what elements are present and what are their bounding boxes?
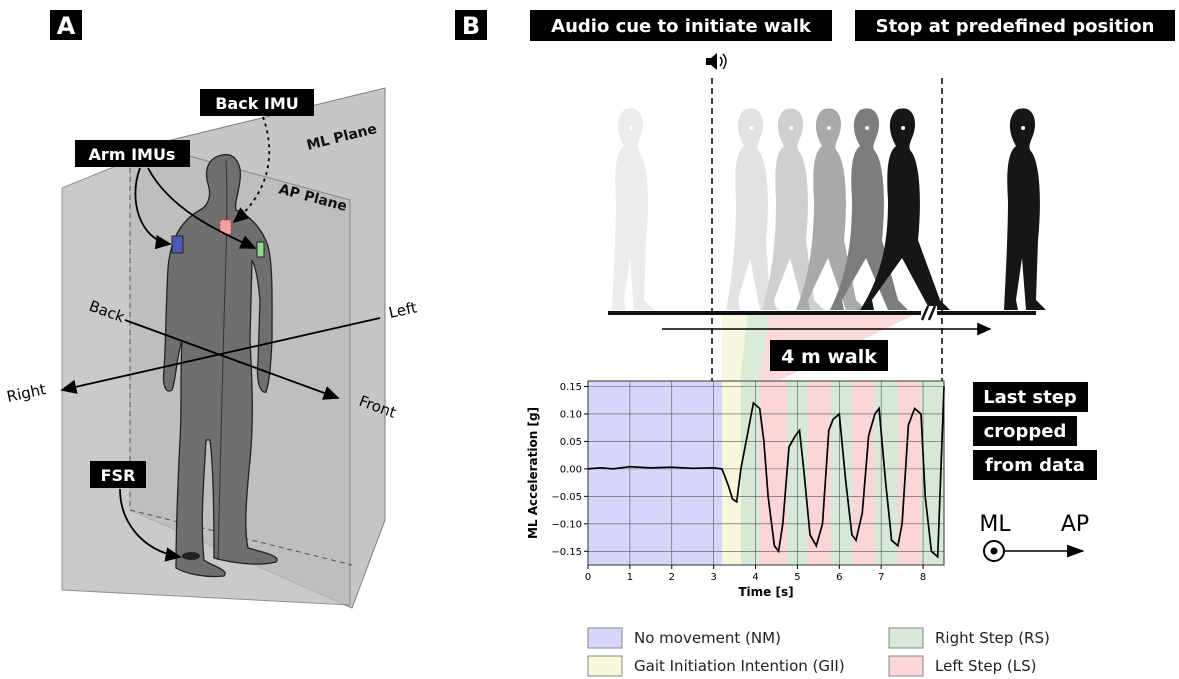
walker-step-5	[860, 108, 950, 310]
walker-standing-end	[1004, 108, 1046, 310]
y-tick-label: 0.10	[560, 409, 582, 420]
x-tick-label: 4	[752, 572, 758, 583]
y-tick-label: 0.15	[560, 382, 582, 393]
legend-swatch-rs	[888, 627, 924, 649]
x-axis-ticks: 0 1 2 3 4 5 6 7 8	[585, 565, 926, 583]
legend: No movement (NM) Right Step (RS) Gait In…	[587, 627, 1050, 677]
back-imu-pointer	[232, 116, 271, 224]
body-midline	[217, 159, 228, 561]
speaker-icon	[706, 53, 727, 70]
phase-band-rs-2	[740, 381, 760, 565]
legend-swatch-nm	[587, 627, 623, 649]
x-tick-label: 1	[627, 572, 633, 583]
header-audio-cue-bg	[530, 10, 832, 41]
arm-imu-left-sensor	[256, 241, 265, 258]
y-tick-label: −0.10	[551, 519, 582, 530]
right-axis-arrow	[60, 317, 381, 394]
x-tick-label: 6	[836, 572, 842, 583]
y-tick-label: 0.05	[560, 437, 582, 448]
walk-label-bg	[770, 340, 888, 371]
legend-label-rs: Right Step (RS)	[935, 629, 1050, 647]
cropped-note-line2-bg	[973, 416, 1077, 446]
acceleration-chart: 0.15 0.10 0.05 0.00 −0.05 −0.10 −0.15 0 1 2 3 4 5 6 7…	[526, 380, 945, 599]
panel-b: B Audio cue to initiate walk Stop at pre…	[455, 10, 1175, 677]
cropped-note-line2: cropped	[984, 421, 1067, 442]
legend-swatch-ls	[888, 655, 924, 677]
phase-band-ls-7	[851, 381, 875, 565]
x-axis-label: Time [s]	[738, 585, 793, 599]
ml-acceleration-line	[587, 386, 945, 559]
fsr-sensor	[182, 552, 200, 560]
axis-label-right: Right	[5, 380, 47, 406]
header-stop: Stop at predefined position	[876, 16, 1155, 37]
walking-sequence	[612, 108, 1046, 310]
front-axis-arrow	[124, 319, 340, 400]
x-tick-label: 7	[878, 572, 884, 583]
axis-label-left: Left	[387, 298, 418, 321]
back-imu-label: Back IMU	[215, 94, 299, 113]
back-imu-label-bg	[200, 89, 314, 116]
y-tick-label: 0.00	[560, 464, 582, 475]
body-silhouette	[162, 153, 278, 578]
x-tick-label: 3	[710, 572, 716, 583]
arm-imus-label: Arm IMUs	[89, 145, 176, 164]
legend-label-gii: Gait Initiation Intention (GII)	[634, 657, 845, 675]
x-tick-label: 0	[585, 572, 591, 583]
phase-band-gii-1	[722, 381, 741, 565]
panel-a-letter: A	[57, 12, 76, 40]
fsr-label: FSR	[101, 466, 136, 485]
floor-break-mark-2	[927, 305, 937, 321]
floor-break-mark-1	[920, 305, 930, 321]
phase-band-nm-0	[588, 381, 723, 565]
phase-band-ls-5	[807, 381, 831, 565]
walker-standing-start	[612, 108, 654, 310]
panel-a-letter-bg	[50, 10, 82, 40]
y-axis-ticks: 0.15 0.10 0.05 0.00 −0.05 −0.10 −0.15	[551, 382, 588, 558]
ml-out-of-plane-dot	[990, 547, 998, 555]
cropped-note-line3: from data	[985, 455, 1085, 476]
ml-direction-label: ML	[979, 512, 1011, 537]
plane-floor-line	[129, 509, 353, 566]
legend-label-ls: Left Step (LS)	[935, 657, 1037, 675]
arm-imu-pointer-right	[134, 167, 172, 250]
walker-step-4	[830, 108, 908, 310]
cropped-note-line1: Last step	[983, 387, 1077, 408]
arm-imus-label-bg	[75, 140, 190, 167]
fsr-label-bg	[90, 461, 146, 488]
panel-b-letter-bg	[455, 10, 487, 40]
walker-step-1	[726, 108, 780, 310]
phase-band-rs-10	[920, 381, 944, 565]
walk-label: 4 m walk	[781, 346, 877, 368]
phase-band-rs-6	[830, 381, 852, 565]
y-tick-label: −0.05	[551, 492, 582, 503]
panel-b-letter: B	[462, 12, 480, 40]
ap-direction-label: AP	[1061, 512, 1089, 537]
x-tick-label: 5	[794, 572, 800, 583]
x-tick-label: 8	[920, 572, 926, 583]
legend-label-nm: No movement (NM)	[634, 629, 781, 647]
x-tick-label: 2	[669, 572, 675, 583]
y-axis-label: ML Acceleration [g]	[526, 407, 540, 539]
legend-swatch-gii	[587, 655, 623, 677]
arm-imu-right-sensor	[171, 235, 184, 254]
cropped-note-line1-bg	[973, 382, 1088, 412]
header-audio-cue: Audio cue to initiate walk	[551, 16, 812, 37]
header-stop-bg	[855, 10, 1175, 41]
walker-step-3	[796, 108, 866, 310]
arm-imu-pointer-left	[147, 167, 257, 249]
y-tick-label: −0.15	[551, 547, 582, 558]
cropped-note-line3-bg	[973, 450, 1097, 480]
fsr-pointer	[119, 488, 182, 562]
plot-frame	[587, 380, 945, 566]
walker-step-2	[762, 108, 824, 310]
phase-band-ls-9	[897, 381, 921, 565]
panel-a: A ML Plane AP Plane Back Left Right Fron…	[5, 10, 419, 609]
back-imu-sensor	[219, 219, 232, 235]
